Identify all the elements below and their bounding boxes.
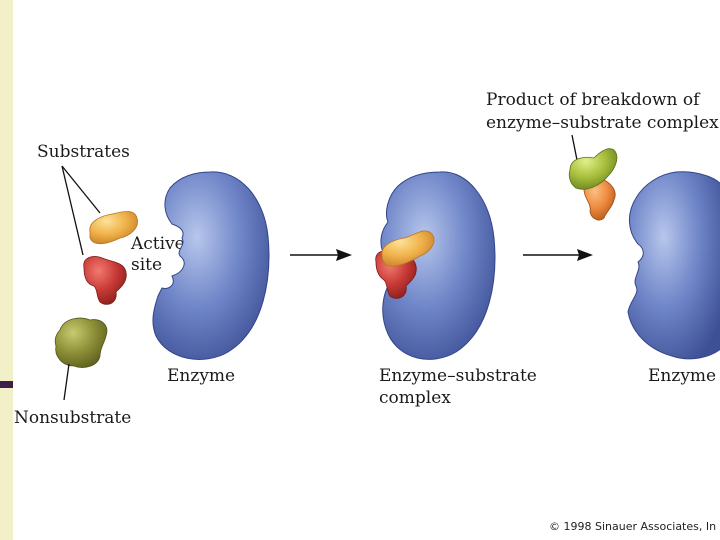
complex-label-line2: complex — [379, 388, 451, 408]
slide-side-band — [0, 0, 13, 540]
nonsubstrate-molecule — [54, 317, 108, 368]
enzyme-right — [627, 171, 720, 360]
product-label-line2: enzyme–substrate complex — [486, 113, 719, 133]
enzyme-substrate-complex-enzyme — [380, 171, 496, 360]
complex-label-line1: Enzyme–substrate — [379, 366, 537, 386]
copyright-notice: © 1998 Sinauer Associates, In — [549, 520, 717, 533]
substrate-yellow — [89, 211, 138, 245]
substrates-pointer-line-1 — [61, 165, 101, 214]
reaction-arrow-1-head — [336, 249, 352, 261]
substrates-pointer-line-2 — [61, 165, 84, 256]
product-green — [568, 148, 618, 190]
product-label-line1: Product of breakdown of — [486, 90, 701, 110]
substrates-label: Substrates — [37, 142, 130, 162]
enzyme-label-left: Enzyme — [167, 366, 235, 386]
nonsubstrate-label: Nonsubstrate — [14, 408, 131, 428]
active-site-label-line2: site — [131, 255, 162, 275]
complex-substrate-yellow — [381, 230, 435, 267]
enzyme-left — [152, 171, 270, 360]
active-site-label-line1: Active — [130, 234, 185, 254]
product-pointer-line — [571, 134, 578, 161]
slide-side-band-mark — [0, 381, 13, 388]
reaction-arrow-2-head — [577, 249, 593, 261]
enzyme-label-right: Enzyme — [648, 366, 716, 386]
nonsubstrate-pointer-line — [63, 363, 70, 401]
substrate-red — [83, 256, 127, 305]
